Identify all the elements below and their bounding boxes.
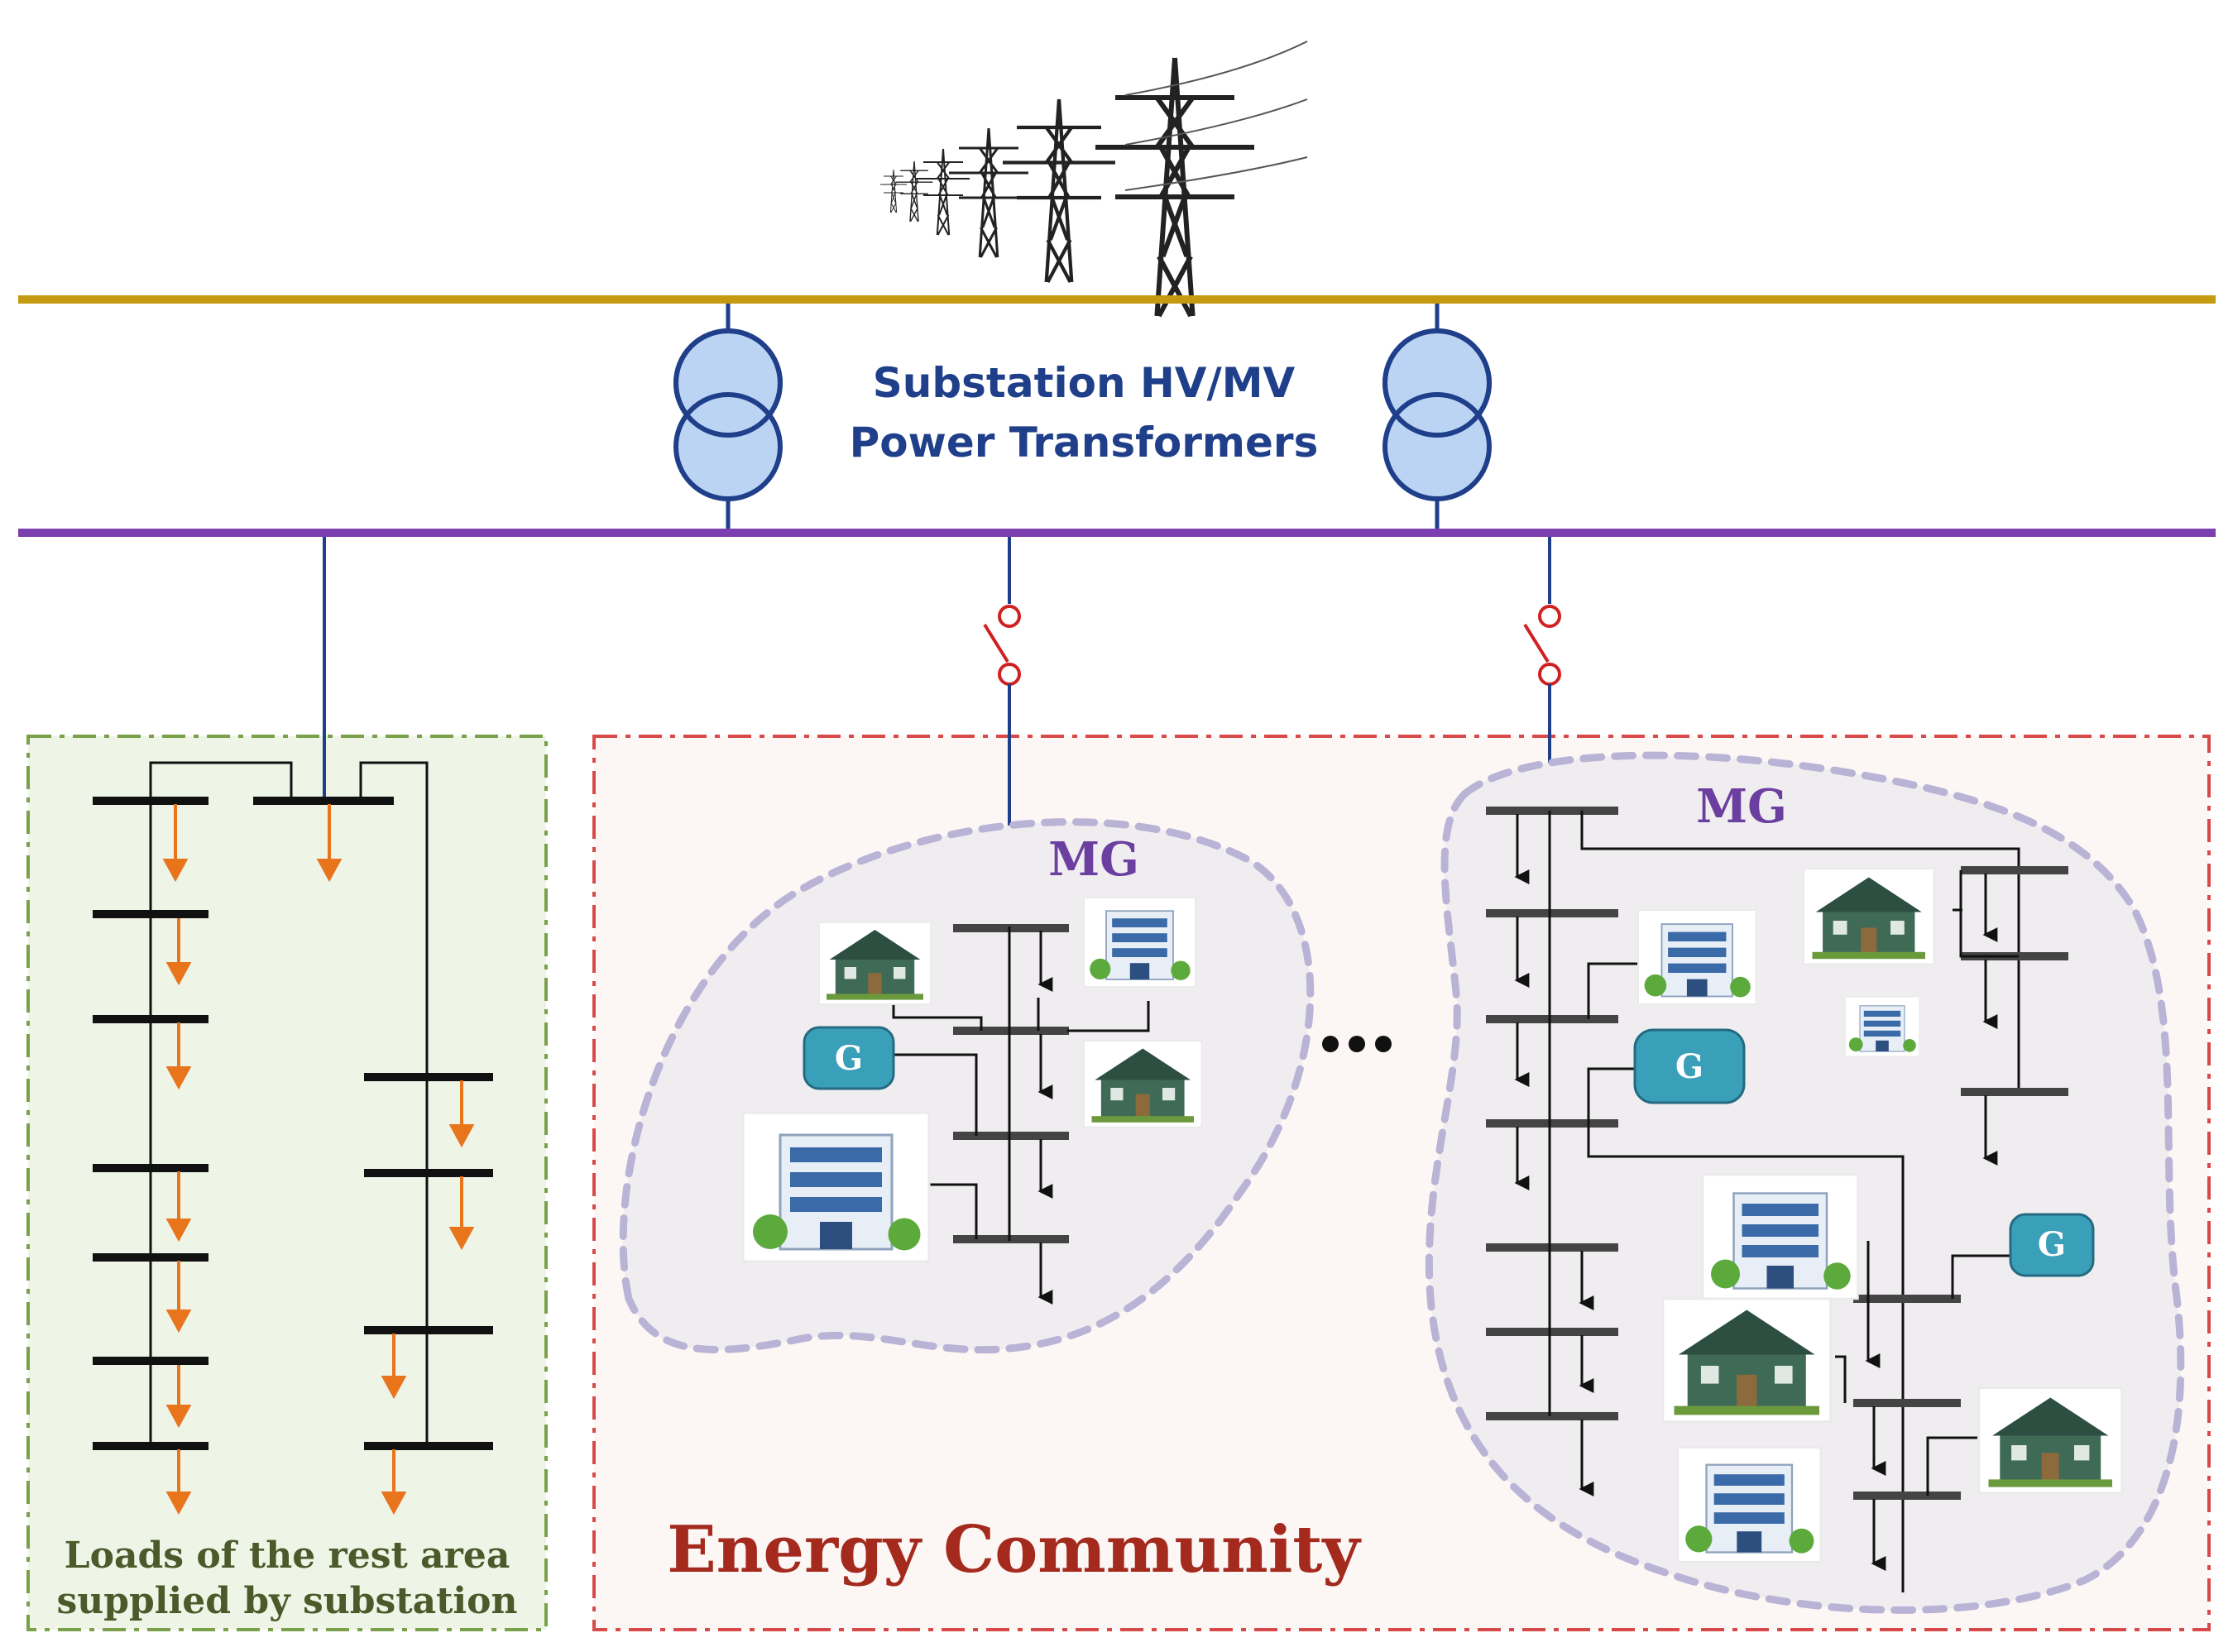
office-building-icon [1844, 996, 1920, 1057]
generator-mg1: G [803, 1026, 895, 1090]
office-building-icon [1701, 1173, 1859, 1300]
ellipsis-icon [1322, 1036, 1392, 1052]
microgrid-2-network [1486, 807, 2068, 1592]
load-arrows-rest-area [162, 804, 475, 1516]
breaker-mg1-top-icon [998, 605, 1021, 628]
transformer-right-icon [1382, 304, 1492, 529]
rest-area-box [26, 735, 548, 1631]
office-building-icon [741, 1111, 931, 1263]
generator-mg2-right-label: G [2038, 1225, 2066, 1264]
energy-community-label: Energy Community [667, 1512, 1362, 1587]
rest-area-label-line2: supplied by substation [57, 1580, 518, 1622]
house-icon [1661, 1297, 1832, 1423]
house-icon [818, 922, 932, 1005]
rest-area-label-line1: Loads of the rest area [65, 1535, 510, 1577]
generator-mg1-label: G [835, 1039, 863, 1078]
office-building-icon [1083, 897, 1196, 988]
breaker-mg1-bottom-icon [998, 663, 1021, 686]
office-building-icon [1637, 909, 1757, 1005]
breaker-mg2-bottom-icon [1538, 663, 1561, 686]
transmission-towers-icon [879, 41, 1308, 316]
house-icon [1083, 1040, 1203, 1128]
substation-label-line2: Power Transformers [850, 419, 1319, 467]
microgrid-1-label: MG [1048, 832, 1139, 887]
transformer-left-icon [673, 304, 783, 529]
office-building-icon [1676, 1446, 1822, 1563]
microgrid-2-label: MG [1696, 779, 1787, 834]
breaker-mg2-top-icon [1538, 605, 1561, 628]
substation-label-line1: Substation HV/MV [873, 359, 1296, 407]
generator-mg2-left: G [1633, 1028, 1746, 1104]
generator-mg2-left-label: G [1675, 1047, 1704, 1086]
generator-mg2-right: G [2009, 1213, 2095, 1277]
house-icon [1977, 1386, 2123, 1494]
rest-area-network [93, 761, 493, 1450]
house-icon [1802, 867, 1935, 965]
